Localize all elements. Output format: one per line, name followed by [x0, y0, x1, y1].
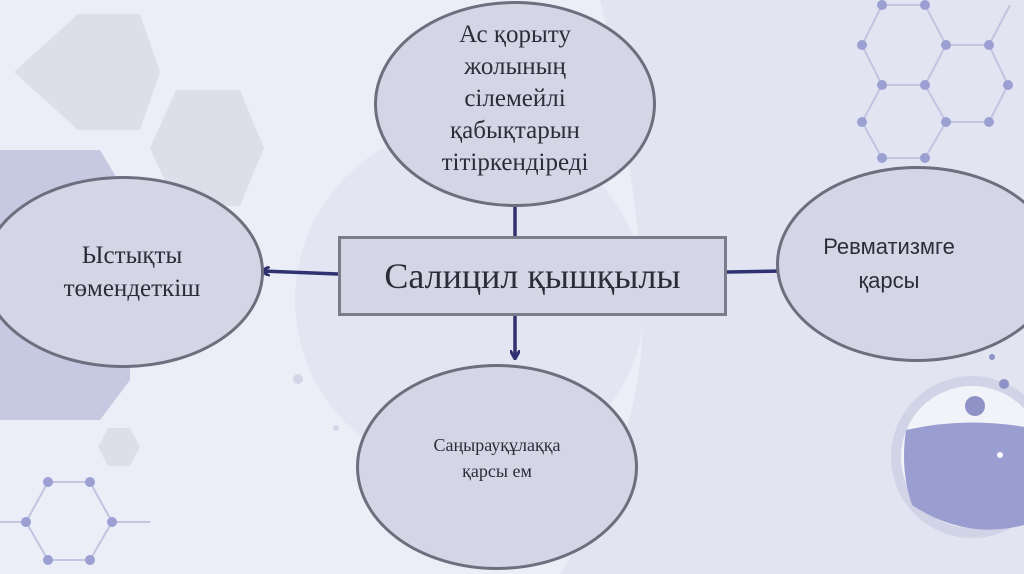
node-antipyretic: Ыстықты төмендеткіш [0, 176, 264, 368]
molecule-nodes [857, 0, 1013, 163]
bg-hexagon [14, 14, 160, 130]
center-box: Салицил қышқылы [338, 236, 727, 316]
node-left-label: Ыстықты төмендеткіш [63, 242, 201, 302]
bg-hexagon-small [98, 428, 140, 466]
flask-liquid [904, 422, 1024, 530]
dot [333, 425, 339, 431]
dot [293, 374, 303, 384]
bubble [999, 379, 1009, 389]
node-bottom-label: Саңырауқұлаққа қарсы ем [433, 435, 561, 481]
node-antifungal: Саңырауқұлаққа қарсы ем [356, 364, 638, 570]
node-right-label: Ревматизмге қарсы [823, 234, 955, 293]
node-digestive-irritation: Ас қорыту жолының сілемейлі қабықтарын т… [374, 1, 656, 207]
node-antirheumatic: Ревматизмге қарсы [776, 166, 1024, 362]
bubble [989, 354, 995, 360]
bubble [997, 452, 1003, 458]
bg-hexagon [150, 90, 264, 206]
node-top-label: Ас қорыту жолының сілемейлі қабықтарын т… [441, 21, 589, 176]
molecule-nodes [21, 477, 117, 565]
bubble [965, 396, 985, 416]
center-label: Салицил қышқылы [384, 256, 681, 296]
